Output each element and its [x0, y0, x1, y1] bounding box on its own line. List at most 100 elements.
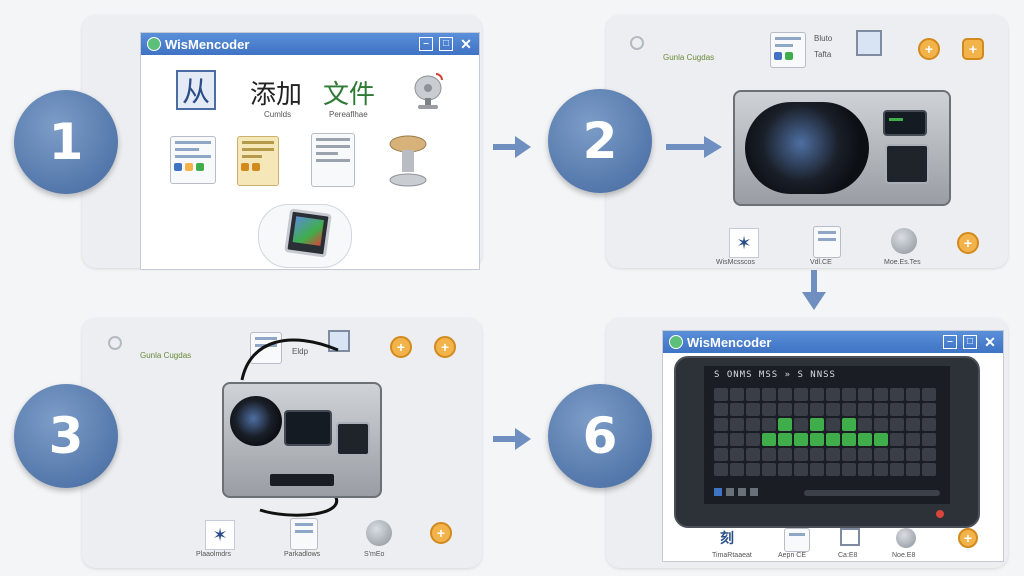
- back-icon[interactable]: [630, 36, 644, 50]
- monitor-icon-2[interactable]: [856, 30, 882, 56]
- step-number-3: 3: [48, 407, 84, 465]
- doc-icon-f[interactable]: [250, 332, 282, 364]
- doc-icon-b[interactable]: [237, 136, 279, 186]
- plus-icon-2c[interactable]: +: [957, 232, 979, 254]
- plus-icon-2a[interactable]: +: [918, 38, 940, 60]
- key-cell: [730, 388, 744, 401]
- minimize-icon-6[interactable]: –: [943, 335, 957, 349]
- key-cell: [842, 403, 856, 416]
- key-cell: [746, 388, 760, 401]
- key-cell: [810, 448, 824, 461]
- key-cell: [906, 403, 920, 416]
- key-cell: [826, 433, 840, 446]
- key-cell: [890, 433, 904, 446]
- key-cell: [746, 403, 760, 416]
- key-cell: [858, 403, 872, 416]
- monitor-icon-3[interactable]: [328, 330, 350, 352]
- sphere-icon-2[interactable]: [891, 228, 917, 254]
- tool-label-6a: TimaRtaaeat: [712, 552, 752, 559]
- device-button: [885, 144, 929, 184]
- back-icon-3[interactable]: [108, 336, 122, 350]
- app-logo-icon: [147, 37, 161, 51]
- key-cell: [826, 448, 840, 461]
- key-cell: [906, 388, 920, 401]
- maximize-icon-6[interactable]: □: [963, 335, 977, 349]
- close-icon-6[interactable]: ✕: [984, 334, 996, 350]
- key-cell: [922, 463, 936, 476]
- arrow-down-icon: [802, 270, 826, 310]
- close-icon[interactable]: ✕: [460, 36, 472, 52]
- key-cell: [890, 388, 904, 401]
- key-cell: [794, 463, 808, 476]
- key-cell: [778, 388, 792, 401]
- key-cell: [746, 433, 760, 446]
- window-title: WisMencoder: [165, 36, 250, 52]
- doc-icon-h[interactable]: [784, 528, 810, 552]
- maximize-icon[interactable]: □: [439, 37, 453, 51]
- sphere-icon-3[interactable]: [366, 520, 392, 546]
- top-small-label-2: Gunla Cugdas: [663, 53, 715, 62]
- key-cell: [890, 418, 904, 431]
- plus-icon-3b[interactable]: +: [434, 336, 456, 358]
- device-display: [883, 110, 927, 136]
- tablet-device-icon[interactable]: [258, 204, 352, 268]
- char-cong-box[interactable]: 从: [176, 70, 216, 110]
- tool-icon-3a[interactable]: ✶: [205, 520, 235, 550]
- key-cell: [842, 418, 856, 431]
- char-cong: 从: [181, 75, 210, 108]
- key-cell: [762, 418, 776, 431]
- minimize-icon[interactable]: –: [419, 37, 433, 51]
- char-tianjia: 添加: [250, 80, 303, 110]
- tool-icon-2a[interactable]: ✶: [729, 228, 759, 258]
- key-cell: [826, 388, 840, 401]
- tool-icon-6a[interactable]: 刻: [720, 530, 734, 546]
- key-cell: [794, 418, 808, 431]
- doc-icon-a[interactable]: [170, 136, 216, 184]
- key-cell: [874, 388, 888, 401]
- sphere-icon-6[interactable]: [896, 528, 916, 548]
- doc-icon-d[interactable]: [770, 32, 806, 68]
- plus-icon-2b[interactable]: +: [962, 38, 984, 60]
- screen-progress-bar[interactable]: [804, 490, 940, 496]
- doc-icon-c[interactable]: [311, 133, 355, 187]
- key-cell: [842, 388, 856, 401]
- drum-device-icon[interactable]: [386, 134, 430, 188]
- key-cell: [922, 388, 936, 401]
- tool-label-2c: Moe.Es.Tes: [884, 259, 921, 266]
- key-cell: [874, 433, 888, 446]
- doc-icon-g[interactable]: [290, 518, 318, 550]
- key-cell: [826, 418, 840, 431]
- step-badge-6: 6: [548, 384, 652, 488]
- key-cell: [778, 463, 792, 476]
- char-wenjian: 文件: [323, 80, 376, 110]
- key-cell: [922, 433, 936, 446]
- step-number-2: 2: [582, 112, 618, 170]
- key-cell: [714, 463, 728, 476]
- satellite-dish-icon[interactable]: [410, 70, 446, 110]
- key-cell: [906, 418, 920, 431]
- key-cell: [874, 418, 888, 431]
- top-right-label-2b: Tafta: [814, 50, 832, 59]
- key-cell: [842, 433, 856, 446]
- plus-icon-3c[interactable]: +: [430, 522, 452, 544]
- video-capture-device-2: [733, 90, 951, 206]
- sub-label-2: Pereaflhae: [329, 110, 368, 119]
- plus-icon-6[interactable]: +: [958, 528, 978, 548]
- plus-icon-3a[interactable]: +: [390, 336, 412, 358]
- key-cell: [730, 448, 744, 461]
- sub-label-1: Cumlds: [264, 110, 292, 119]
- key-cell: [730, 433, 744, 446]
- key-cell: [810, 388, 824, 401]
- key-cell: [794, 388, 808, 401]
- monitor-icon-6[interactable]: [840, 528, 860, 546]
- window-title-6: WisMencoder: [687, 334, 772, 350]
- key-cell: [714, 418, 728, 431]
- key-cell: [714, 448, 728, 461]
- key-cell: [778, 418, 792, 431]
- key-cell: [714, 403, 728, 416]
- doc-icon-e[interactable]: [813, 226, 841, 258]
- key-cell: [778, 448, 792, 461]
- key-cell: [794, 403, 808, 416]
- key-cell: [922, 403, 936, 416]
- tool-label-2a: WisMcsscos: [716, 259, 755, 266]
